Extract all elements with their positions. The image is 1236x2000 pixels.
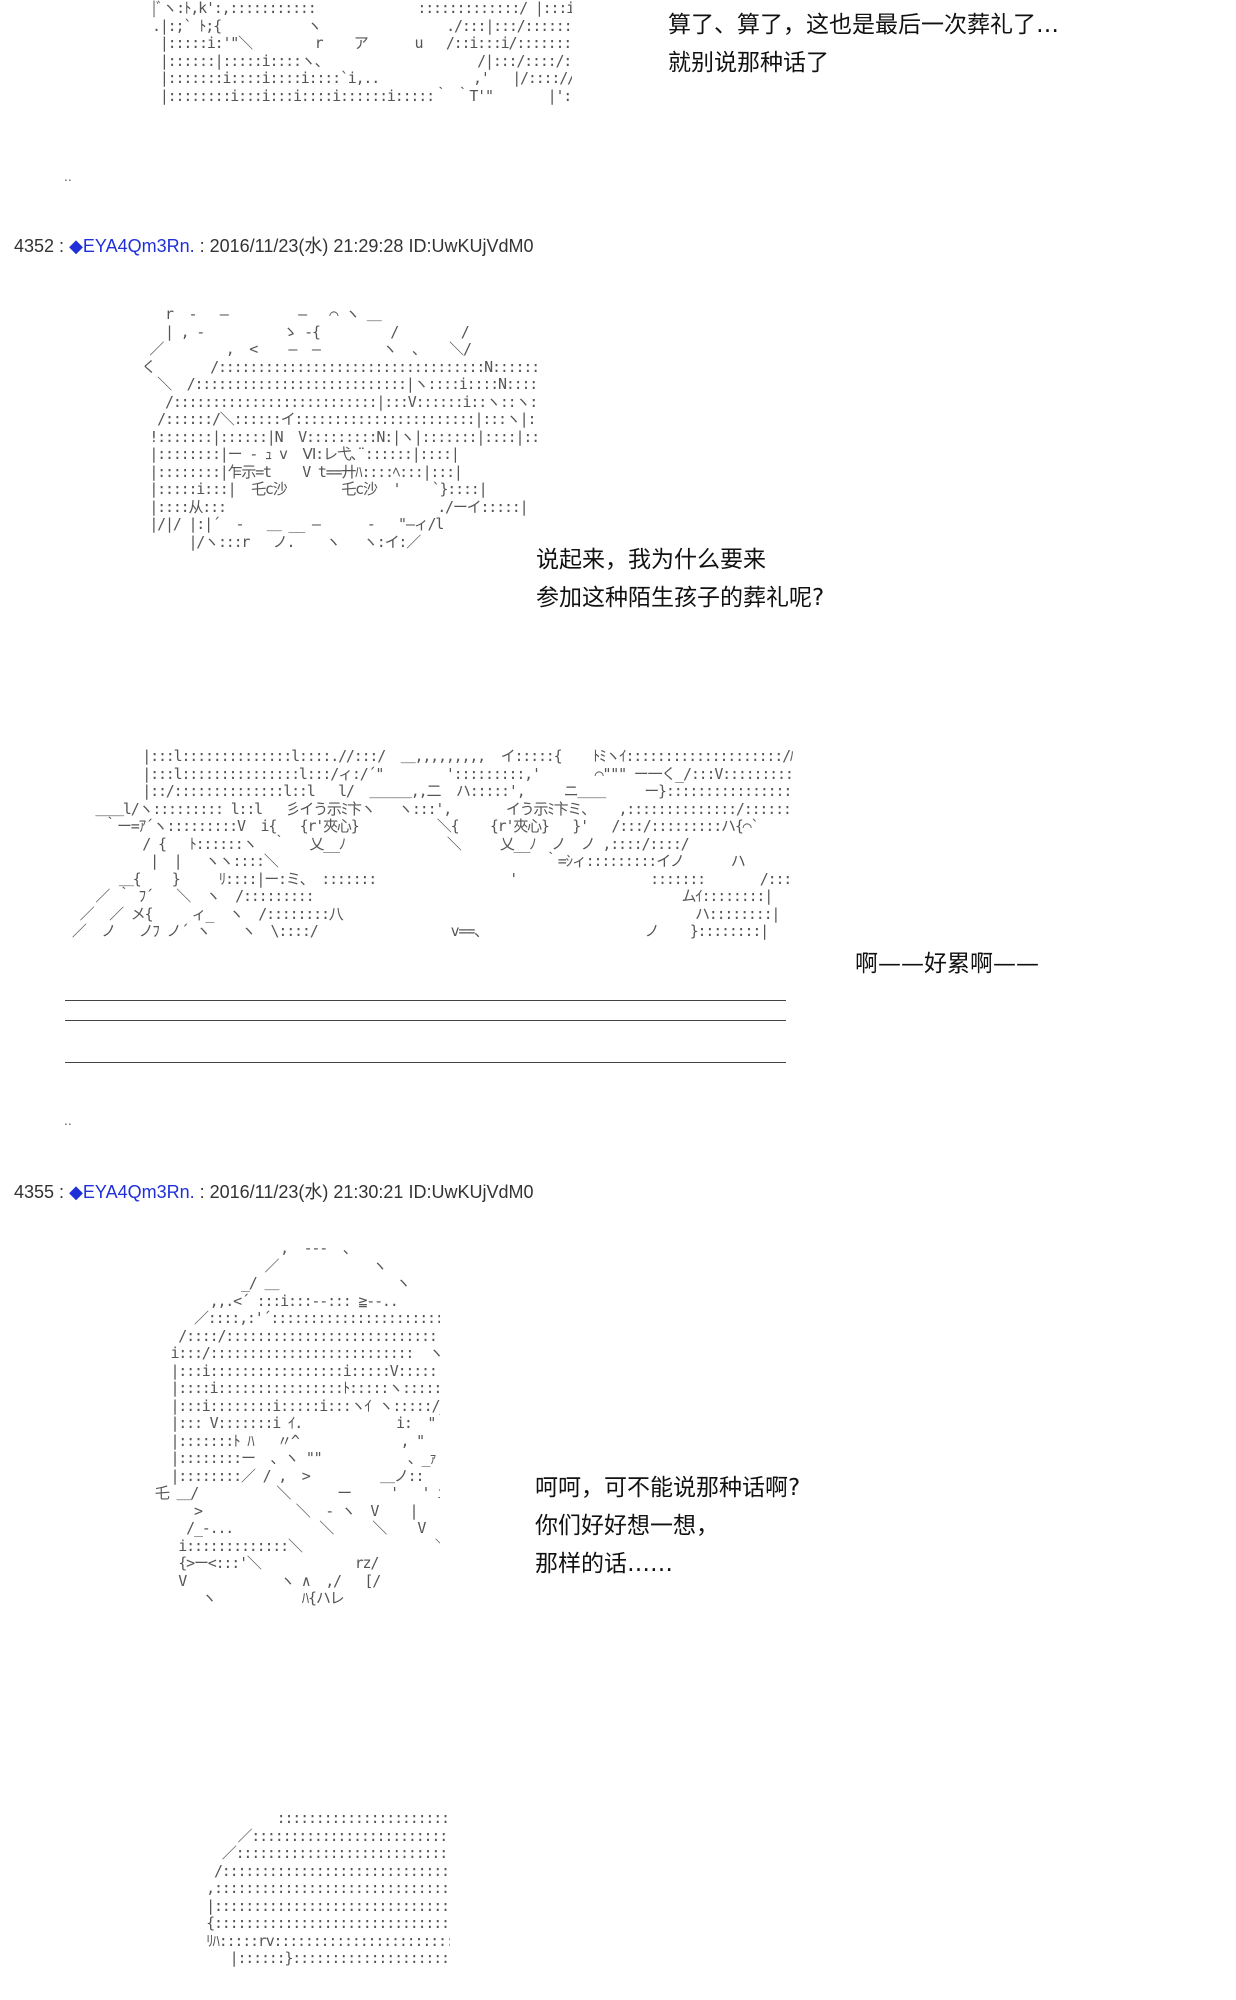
horizontal-rule [65,1020,786,1021]
post-header-4355: 4355 : ◆EYA4Qm3Rn. : 2016/11/23(水) 21:30… [14,1182,534,1202]
ascii-art-character-2: , --- 、 ／ ヽ _/ ＿ ヽ ,,.<´ :::i:::--::: ≧-… [154,1240,440,1607]
post-number: 4355 [14,1182,55,1202]
post-number: 4352 [14,236,55,256]
poster-trip[interactable]: ◆EYA4Qm3Rn. [69,1182,195,1202]
caption-dialogue-1: 算了、算了，这也是最后一次葬礼了… 就别说那种话了 [668,12,1059,76]
post-date: 2016/11/23(水) 21:29:28 [209,236,404,256]
poster-trip[interactable]: ◆EYA4Qm3Rn. [69,236,195,256]
ascii-art-group: |:::l::::::::::::::l::::.//:::/ ＿,,,,,,,… [71,748,794,940]
post-id: ID:UwKUjVdM0 [408,1182,534,1202]
ascii-art-bottom: :::::::::::::::::::::::::: ／::::::::::::… [206,1810,450,1967]
horizontal-rule [65,1062,786,1063]
ascii-art-character-1: r - ― ― ⌒ ヽ ＿ | , - ゝ -{ / / ／ , < ― ― ヽ… [141,306,538,551]
horizontal-rule [65,1000,786,1001]
separator-dots: .. [64,1112,72,1128]
caption-dialogue-3: 啊——好累啊—— [855,951,1039,977]
ascii-art-top: |ﾞヽ:ﾄ,k':,::::::::::: :::::::::::::/ |::… [152,0,572,105]
separator-dots: .. [64,168,72,184]
post-id: ID:UwKUjVdM0 [408,236,534,256]
caption-dialogue-2: 说起来，我为什么要来 参加这种陌生孩子的葬礼呢? [536,547,825,611]
post-header-4352: 4352 : ◆EYA4Qm3Rn. : 2016/11/23(水) 21:29… [14,236,534,256]
post-date: 2016/11/23(水) 21:30:21 [209,1182,404,1202]
caption-dialogue-4: 呵呵，可不能说那种话啊? 你们好好想一想， 那样的话…… [535,1475,801,1577]
